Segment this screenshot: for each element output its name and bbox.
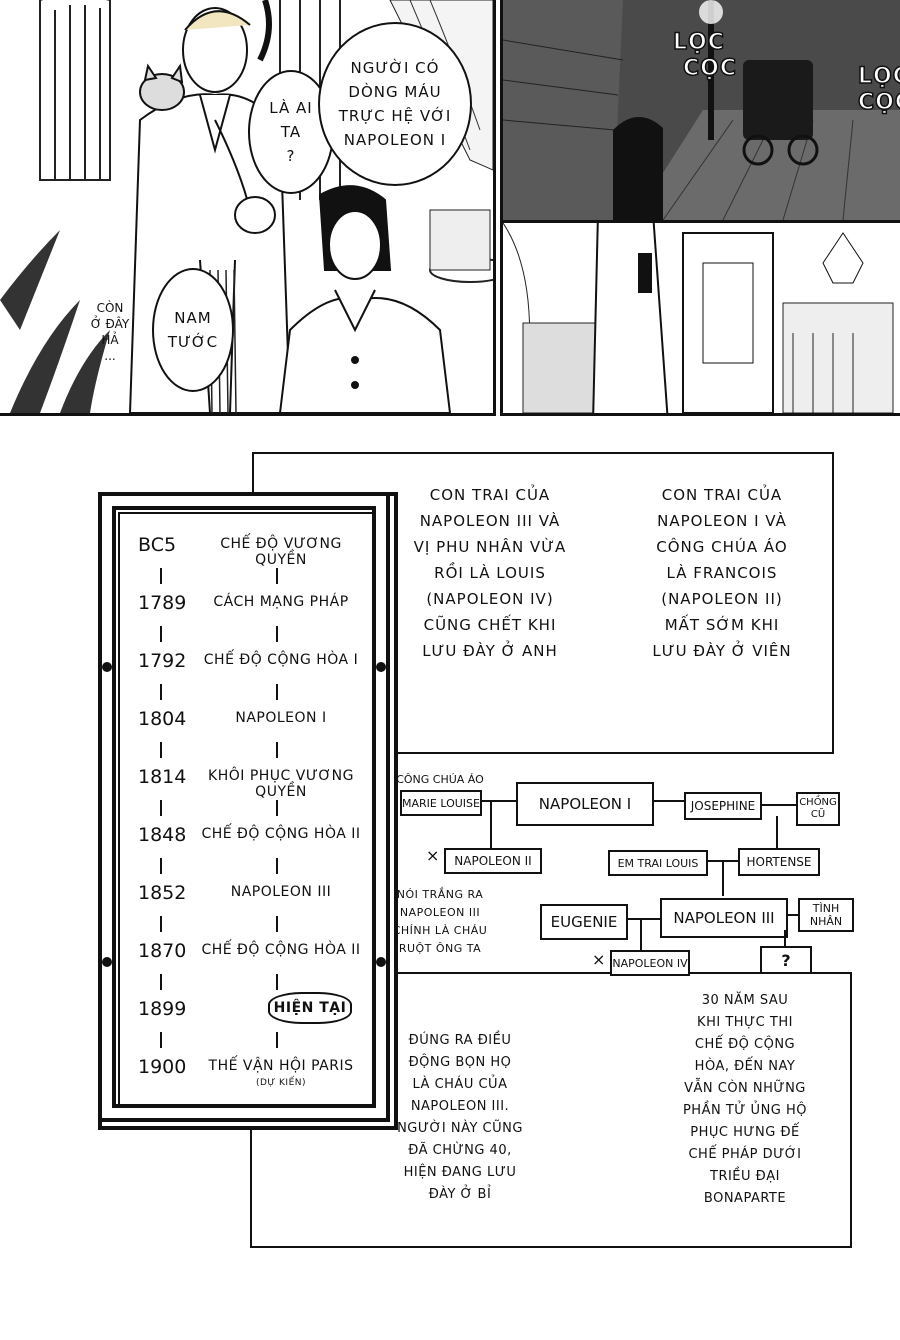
timeline-year: 1804	[138, 708, 187, 730]
link-down-napoleon2	[490, 800, 492, 850]
timeline-event: THẾ VẬN HỘI PARIS	[208, 1058, 354, 1074]
link-louis-hortense	[706, 860, 738, 862]
link-josephine-hortense	[776, 816, 778, 848]
link-down-napoleon3	[722, 862, 724, 896]
node-hortense: HORTENSE	[738, 848, 820, 876]
timeline-connector	[276, 800, 278, 816]
timeline-year: 1848	[138, 824, 187, 846]
node-napoleon-iii: NAPOLEON III	[660, 898, 788, 938]
timeline-year: 1899	[138, 998, 187, 1020]
timeline-event: KHÔI PHỤC VƯƠNG QUYỀN	[208, 768, 354, 800]
timeline-event-note: (DỰ KIẾN)	[255, 1078, 306, 1088]
panel-doorway	[500, 220, 900, 416]
doorway-artwork	[503, 223, 894, 413]
node-marie-louise: MARIE LOUISE	[400, 790, 482, 816]
timeline-connector	[276, 626, 278, 642]
node-napoleon-ii: NAPOLEON II	[444, 848, 542, 874]
timeline-event: HIỆN TẠI	[268, 992, 352, 1024]
panel-artwork	[0, 0, 493, 413]
timeline-year: 1852	[138, 882, 187, 904]
node-unknown-child: ?	[760, 946, 812, 974]
timeline-year-connector	[160, 626, 162, 642]
timeline-event: CHẾ ĐỘ CỘNG HÒA II	[201, 942, 361, 958]
node-napoleon-iv: NAPOLEON IV	[610, 950, 690, 976]
timeline-year-connector	[160, 858, 162, 874]
link-josephine-ex	[760, 804, 796, 806]
timeline-connector	[276, 1032, 278, 1048]
timeline-event: NAPOLEON III	[230, 884, 332, 900]
timeline-border-ornament	[98, 492, 390, 1122]
timeline-year: 1792	[138, 650, 187, 672]
timeline-year: 1789	[138, 592, 187, 614]
link-to-unknown	[784, 930, 786, 946]
timeline-year-connector	[160, 684, 162, 700]
street-artwork	[503, 0, 900, 220]
link-to-napoleon4	[640, 918, 642, 952]
timeline-year-connector	[160, 974, 162, 990]
timeline-year-connector	[160, 800, 162, 816]
timeline-connector	[276, 742, 278, 758]
timeline-year: 1870	[138, 940, 187, 962]
timeline-year: 1900	[138, 1056, 187, 1078]
timeline-year-connector	[160, 742, 162, 758]
timeline-event: CHẾ ĐỘ CỘNG HÒA II	[201, 826, 361, 842]
timeline-event: NAPOLEON I	[235, 710, 327, 726]
node-eugenie: EUGENIE	[540, 904, 628, 940]
timeline-event: CÁCH MẠNG PHÁP	[213, 594, 349, 610]
cross-mark-napoleon4: ×	[592, 950, 606, 969]
timeline-connector	[276, 684, 278, 700]
timeline-year-connector	[160, 568, 162, 584]
timeline-event: CHẾ ĐỘ CỘNG HÒA I	[203, 652, 359, 668]
timeline-year: 1814	[138, 766, 187, 788]
label-austrian-princess: CÔNG CHÚA ÁO	[396, 773, 484, 786]
link-eugenie-napoleon3	[626, 918, 660, 920]
node-napoleon-i: NAPOLEON I	[516, 782, 654, 826]
timeline-connector	[276, 568, 278, 584]
timeline-connector	[276, 858, 278, 874]
timeline-year-connector	[160, 1032, 162, 1048]
link-napoleon1-josephine	[652, 800, 684, 802]
timeline-year-connector	[160, 916, 162, 932]
node-josephine: JOSEPHINE	[684, 792, 762, 820]
timeline-connector	[276, 916, 278, 932]
link-napoleon3-mistress	[786, 914, 798, 916]
node-brother-louis: EM TRAI LOUIS	[608, 850, 708, 876]
timeline-year: BC5	[138, 534, 177, 556]
link-marie-napoleon1	[480, 800, 516, 802]
cross-mark-napoleon2: ×	[426, 846, 440, 865]
timeline-event: CHẾ ĐỘ VƯƠNG QUYỀN	[220, 536, 342, 568]
timeline-connector	[276, 974, 278, 990]
